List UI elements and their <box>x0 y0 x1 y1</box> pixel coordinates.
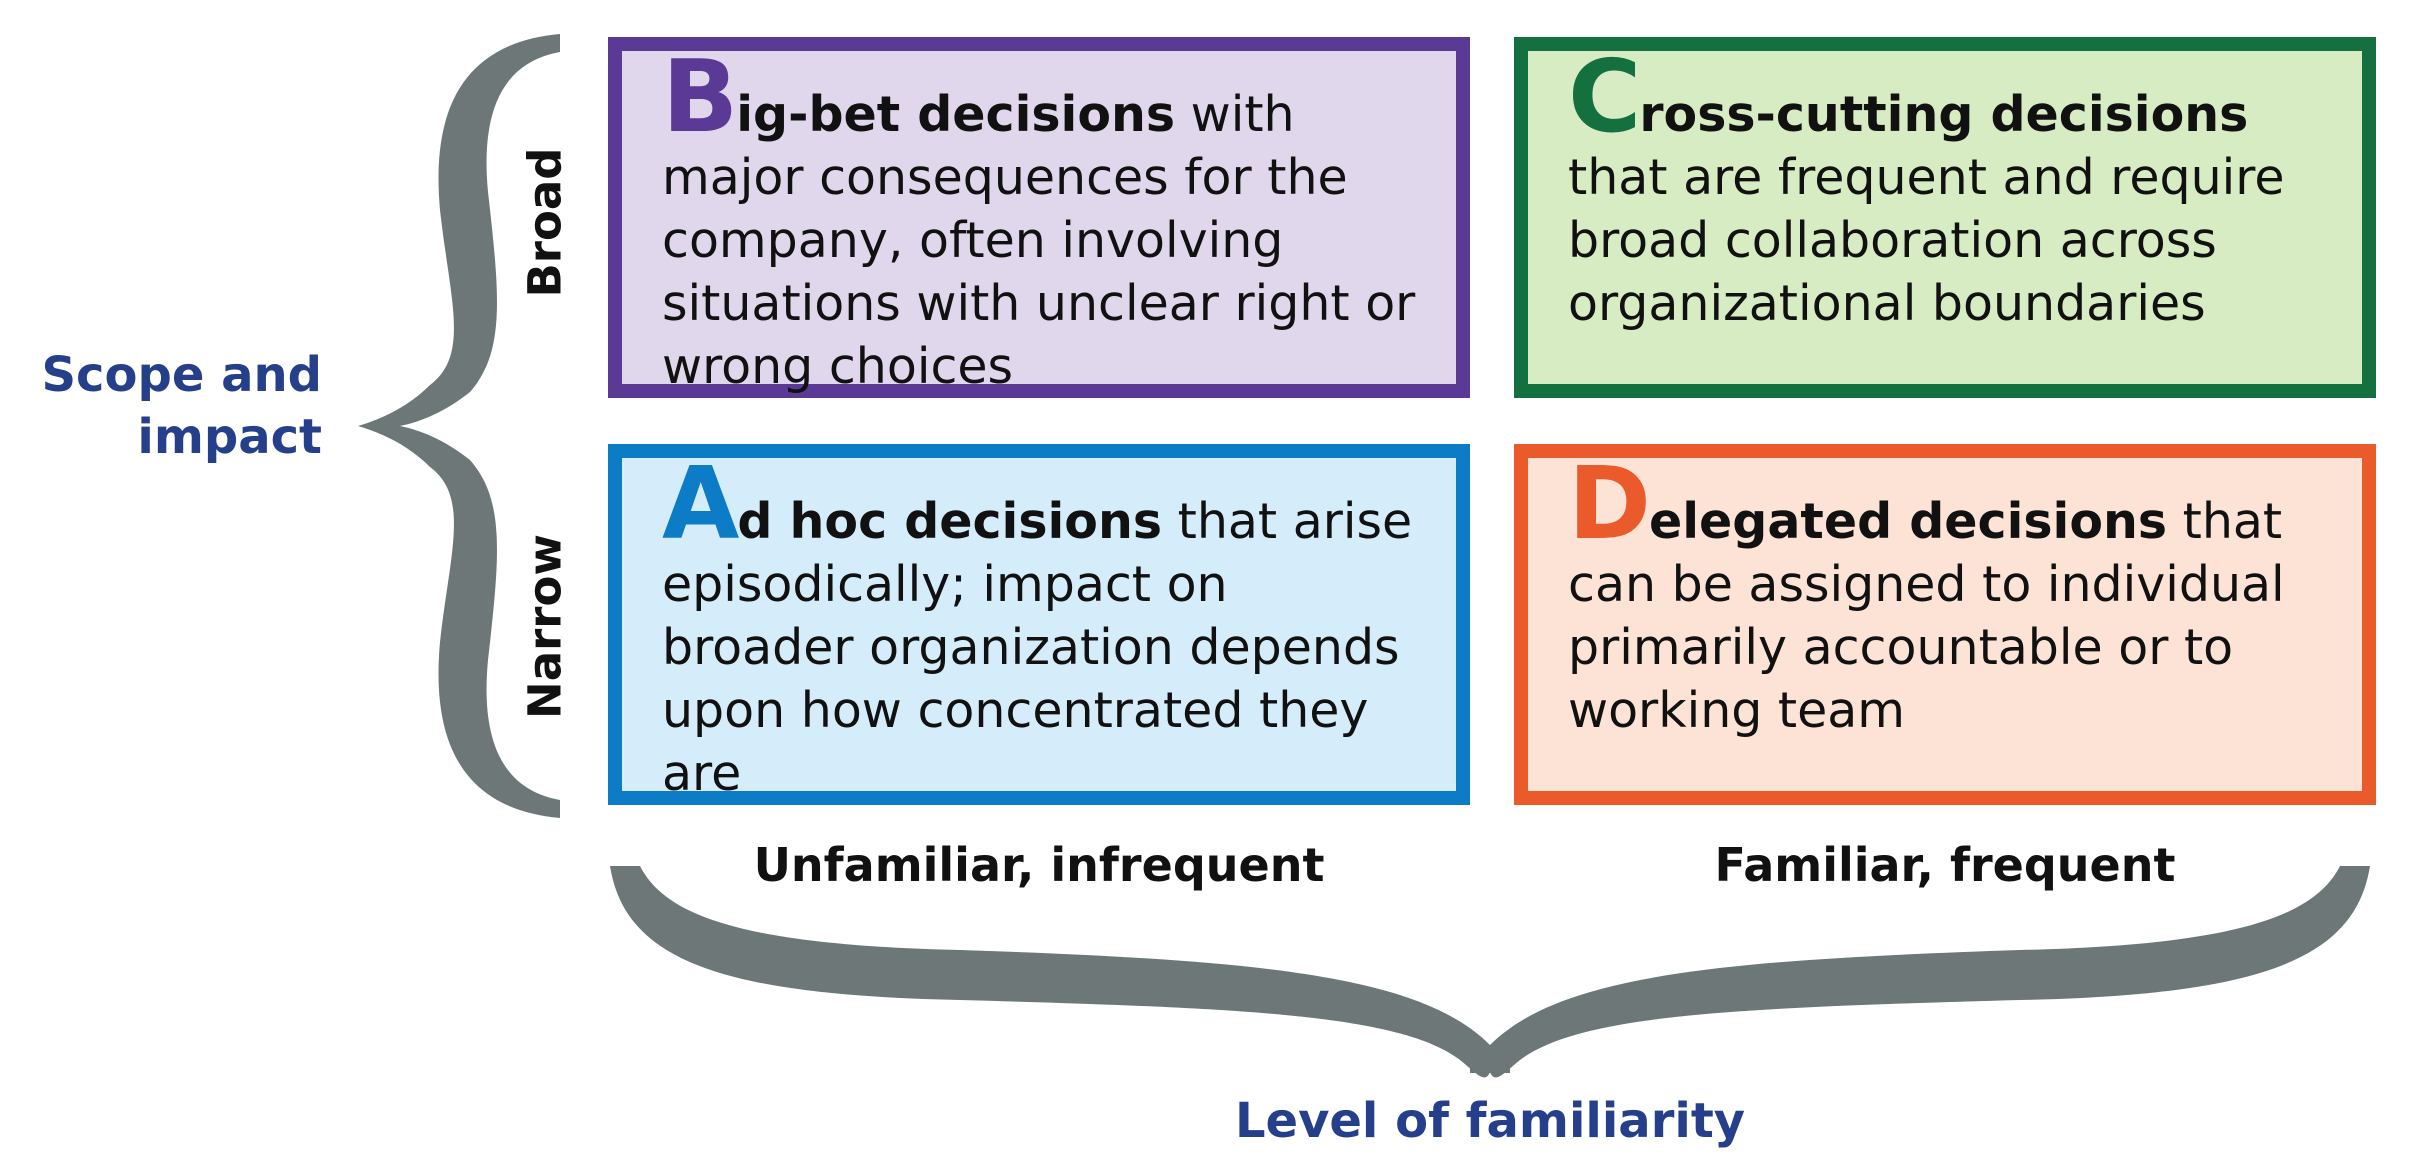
quadrant-a-letter: A <box>662 445 739 562</box>
vertical-brace-icon <box>358 34 560 818</box>
quadrant-c-box: Cross-cutting decisions that are frequen… <box>1514 37 2376 398</box>
quadrant-d-letter: D <box>1568 445 1651 562</box>
horizontal-brace-icon <box>610 866 2370 1078</box>
quadrant-d-box: Delegated decisions that can be assigned… <box>1514 444 2376 805</box>
familiar-label: Familiar, frequent <box>1714 838 2176 892</box>
unfamiliar-label: Unfamiliar, infrequent <box>753 838 1325 892</box>
quadrant-a-title: d hoc decisions <box>737 493 1163 550</box>
brace-tip <box>1470 1045 1510 1073</box>
quadrant-a-box: Ad hoc decisions that arise episodically… <box>608 444 1470 805</box>
quadrant-b-text: Big-bet decisions with major consequence… <box>662 47 1416 398</box>
quadrant-c-text: Cross-cutting decisions that are frequen… <box>1568 47 2322 335</box>
quadrant-c-description: that are frequent and require broad coll… <box>1568 149 2285 332</box>
quadrant-b-title: ig-bet decisions <box>736 86 1176 143</box>
x-axis-title: Level of familiarity <box>1234 1093 1746 1149</box>
quadrant-c-letter: C <box>1568 38 1641 155</box>
quadrant-c-title: ross-cutting decisions <box>1639 86 2249 143</box>
quadrant-b-letter: B <box>662 38 738 155</box>
quadrant-d-text: Delegated decisions that can be assigned… <box>1568 454 2322 742</box>
y-axis-title: Scope and impact <box>40 344 322 468</box>
y-axis-title-line1: Scope and <box>41 347 322 403</box>
quadrant-d-title: elegated decisions <box>1649 493 2168 550</box>
broad-label: Broad <box>518 147 572 298</box>
quadrant-d-description: that can be assigned to individual prima… <box>1568 493 2285 739</box>
quadrant-b-description: with major consequences for the company,… <box>662 86 1416 395</box>
quadrant-a-description: that arise episodically; impact on broad… <box>662 493 1413 802</box>
narrow-label: Narrow <box>518 534 572 719</box>
quadrant-b-box: Big-bet decisions with major consequence… <box>608 37 1470 398</box>
quadrant-a-text: Ad hoc decisions that arise episodically… <box>662 454 1416 805</box>
y-axis-title-line2: impact <box>137 409 322 465</box>
